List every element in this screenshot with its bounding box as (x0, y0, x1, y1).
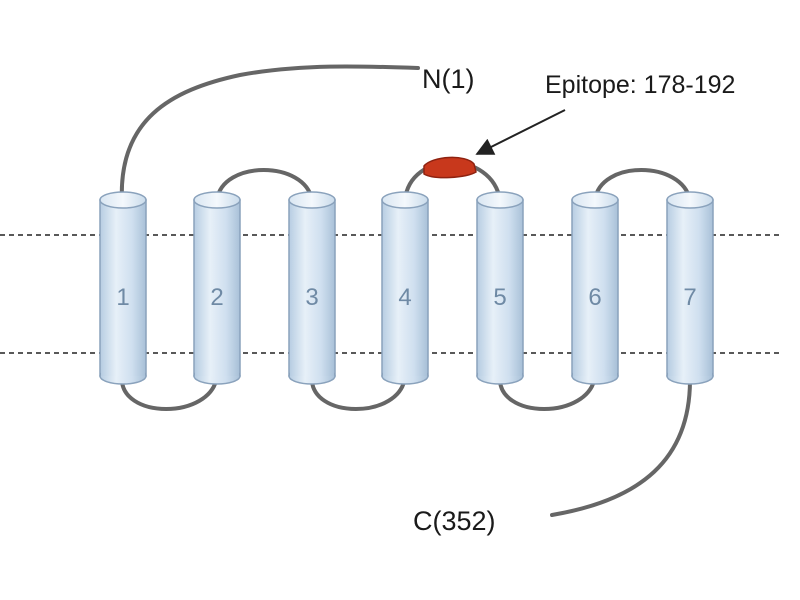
helix-1: 1 (99, 191, 147, 385)
intracellular-loop-2 (309, 374, 407, 411)
helix-number-3: 3 (305, 284, 318, 311)
n-terminus-tail (119, 64, 420, 204)
epitope-label: Epitope: 178-192 (545, 71, 735, 99)
helix-3: 3 (288, 191, 336, 385)
helix-2: 2 (193, 191, 241, 385)
helix-5: 5 (476, 191, 524, 385)
helix-number-7: 7 (683, 284, 696, 311)
helix-number-6: 6 (588, 284, 601, 311)
helix-6: 6 (571, 191, 619, 385)
helix-number-1: 1 (116, 284, 129, 311)
epitope-marker (423, 156, 477, 179)
intracellular-loop-1 (119, 374, 219, 411)
helix-4: 4 (381, 191, 429, 385)
c-terminus-tail (550, 378, 692, 517)
n-terminus-label: N(1) (422, 64, 475, 94)
helix-number-5: 5 (493, 284, 506, 311)
helix-7: 7 (666, 191, 714, 385)
extracellular-loop-3 (593, 168, 692, 202)
helix-number-2: 2 (210, 284, 223, 311)
c-terminus-label: C(352) (413, 506, 496, 536)
intracellular-loop-3 (497, 374, 597, 411)
helix-number-4: 4 (398, 284, 411, 311)
extracellular-loop-1 (215, 168, 314, 202)
epitope-arrow (475, 109, 566, 155)
